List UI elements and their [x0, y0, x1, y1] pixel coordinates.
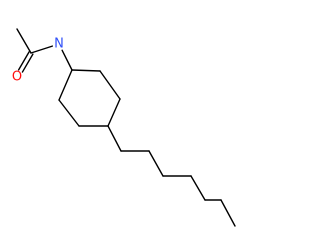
double-bond-line-c_carbonyl-o_carbonyl — [17, 51, 30, 71]
double-bond-line-c_carbonyl-o_carbonyl — [21, 53, 34, 73]
single-bond-c_ring5-c_ring6 — [58, 99, 80, 127]
single-bond-c_ring2-c_ring3 — [99, 70, 121, 100]
single-bond-c_ring6-c_ring1 — [58, 69, 73, 101]
single-bond-c_methyl-c_carbonyl — [16, 28, 32, 54]
single-bond-n_amide-c_ring1 — [61, 49, 73, 71]
bond-layer — [16, 28, 236, 227]
single-bond-c_ring1-c_ring2 — [71, 69, 101, 72]
atom-label-layer: ON — [12, 37, 64, 85]
single-bond-c_chain4-c_chain5 — [190, 175, 206, 201]
single-bond-c_ring4-c_chain1 — [107, 125, 122, 152]
single-bond-c_carbonyl-n_amide — [30, 45, 54, 54]
atom-label-n: N — [54, 37, 64, 52]
single-bond-c_chain6-c_chain7 — [220, 199, 236, 227]
atom-label-o: O — [12, 70, 22, 85]
single-bond-c_chain2-c_chain3 — [148, 150, 164, 177]
molecule-structure: ON — [12, 28, 236, 227]
single-bond-c_ring3-c_ring4 — [107, 98, 121, 127]
